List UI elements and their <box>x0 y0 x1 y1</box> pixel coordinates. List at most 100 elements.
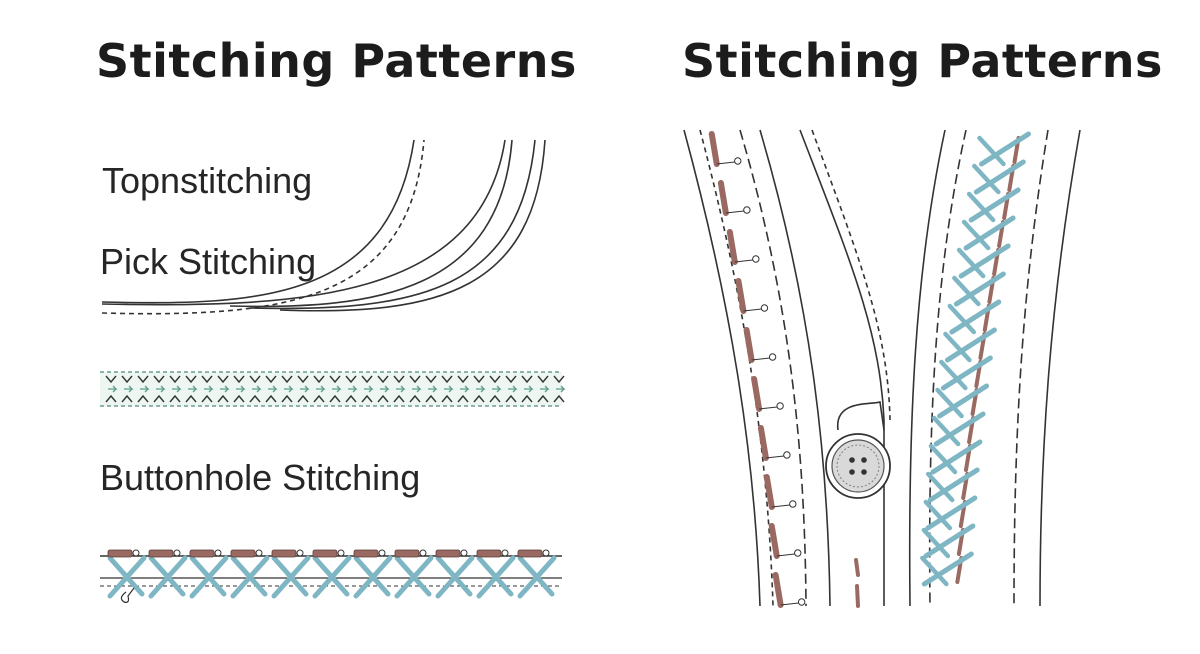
buttonhole-brown-bar <box>148 549 174 558</box>
placket-knot <box>794 549 802 557</box>
placket-blue-cross <box>921 551 974 587</box>
placket-knot <box>797 598 806 606</box>
placket-blue-cross <box>943 331 972 363</box>
pick-stitch-top <box>553 375 565 384</box>
placket-thread-line <box>716 161 735 165</box>
placket-blue-cross <box>958 243 1011 279</box>
buttonhole-blue-thread <box>107 555 145 597</box>
curve-line-5 <box>249 139 536 310</box>
placket-left-stitches <box>708 131 806 608</box>
pick-stitch-arrow <box>364 385 374 393</box>
pick-stitch-band <box>100 371 566 407</box>
pick-stitch-arrow <box>380 385 390 393</box>
button-icon <box>825 433 891 499</box>
placket-blue-cross <box>979 131 1032 167</box>
pick-stitch-top <box>537 375 549 384</box>
pick-stitch-bottom <box>201 394 213 403</box>
pick-stitch-top <box>345 375 357 384</box>
placket-blue-cross <box>963 215 1016 251</box>
placket-blue-cross <box>920 555 949 587</box>
pick-stitch-top <box>137 375 149 384</box>
pick-stitch-top <box>233 375 245 384</box>
pick-stitch-bottom <box>345 394 357 403</box>
buttonhole-stitch-band <box>100 549 562 603</box>
pick-stitch-bottom <box>553 394 565 403</box>
pick-stitch-arrow <box>428 385 438 393</box>
pick-stitch-arrow <box>524 385 534 393</box>
pick-stitch-bottom <box>281 394 293 403</box>
placket-thread-line <box>780 602 799 606</box>
pick-stitch-top <box>249 375 261 384</box>
buttonhole-knot <box>296 549 304 557</box>
pick-stitch-bottom <box>393 394 405 403</box>
pick-stitch-arrow <box>236 385 246 393</box>
pick-stitch-bottom <box>265 394 277 403</box>
pick-stitch-top <box>361 375 373 384</box>
placket-blue-cross <box>952 275 981 307</box>
pick-stitch-arrow <box>156 385 166 393</box>
title-left: Stitching Patterns <box>96 34 577 88</box>
buttonhole-knot <box>337 549 345 557</box>
placket-blue-cross <box>977 135 1006 167</box>
pick-stitch-arrow <box>460 385 470 393</box>
placket-brown-stitch <box>763 474 775 510</box>
curve-line-3 <box>101 139 506 306</box>
pick-stitch-bottom <box>537 394 549 403</box>
pick-stitch-arrow <box>172 385 182 393</box>
pick-stitch-bottom <box>409 394 421 403</box>
center-dash <box>854 558 860 577</box>
pick-stitches <box>105 375 566 403</box>
placket-knot <box>734 157 742 165</box>
curve-line-4 <box>229 139 513 308</box>
placket-blue-cross <box>953 271 1006 307</box>
buttonhole-knot <box>255 549 263 557</box>
pick-stitch-top <box>393 375 405 384</box>
left-panel-outer-edge <box>683 129 761 607</box>
placket-thread-line <box>743 308 762 312</box>
placket-brown-stitch <box>726 229 738 265</box>
pick-stitch-arrow <box>492 385 502 393</box>
pick-stitch-bottom <box>329 394 341 403</box>
placket-blue-cross <box>925 495 978 531</box>
buttonhole-knot <box>132 549 140 557</box>
center-dash <box>855 584 860 608</box>
placket-blue-cross <box>944 327 997 363</box>
placket-blue-cross <box>968 187 1021 223</box>
placket-brown-stitch <box>743 327 755 363</box>
pick-stitch-arrow <box>252 385 262 393</box>
pick-stitch-top <box>185 375 197 384</box>
placket-knot <box>768 353 777 361</box>
pick-stitch-top <box>457 375 469 384</box>
pick-stitch-arrow <box>332 385 342 393</box>
pick-stitch-arrow <box>540 385 550 393</box>
button-flap <box>837 400 885 431</box>
placket-thread-line <box>725 210 744 214</box>
placket-brown-stitch <box>768 523 780 559</box>
placket-right-stitches <box>920 131 1032 587</box>
placket-blue-cross <box>947 303 977 335</box>
pick-stitch-top <box>201 375 213 384</box>
pick-stitch-arrow <box>508 385 518 393</box>
placket-knot <box>743 206 751 214</box>
pick-stitch-top <box>425 375 437 384</box>
pick-stitch-bottom <box>169 394 181 403</box>
placket-blue-cross <box>972 163 1001 195</box>
placket-thread-line <box>759 406 778 410</box>
placket-thread-line <box>765 455 784 459</box>
placket-blue-cross <box>939 359 968 391</box>
placket-brown-stitch <box>757 425 769 461</box>
placket-blue-cross <box>966 191 996 223</box>
center-left-edge <box>799 129 885 606</box>
pick-stitch-bottom <box>105 394 117 403</box>
pick-stitch-bottom <box>377 394 389 403</box>
buttonhole-brown-bar <box>517 549 543 558</box>
pick-stitch-bottom <box>425 394 437 403</box>
label-buttonhole-stitching: Buttonhole Stitching <box>100 457 421 498</box>
placket-knot <box>760 304 769 312</box>
placket-blue-cross <box>923 499 953 531</box>
placket-blue-cross <box>928 443 958 475</box>
left-panel-inner-edge <box>759 129 831 607</box>
placket-blue-cross <box>927 467 980 503</box>
pick-stitch-top <box>121 375 133 384</box>
pick-stitch-top <box>265 375 277 384</box>
